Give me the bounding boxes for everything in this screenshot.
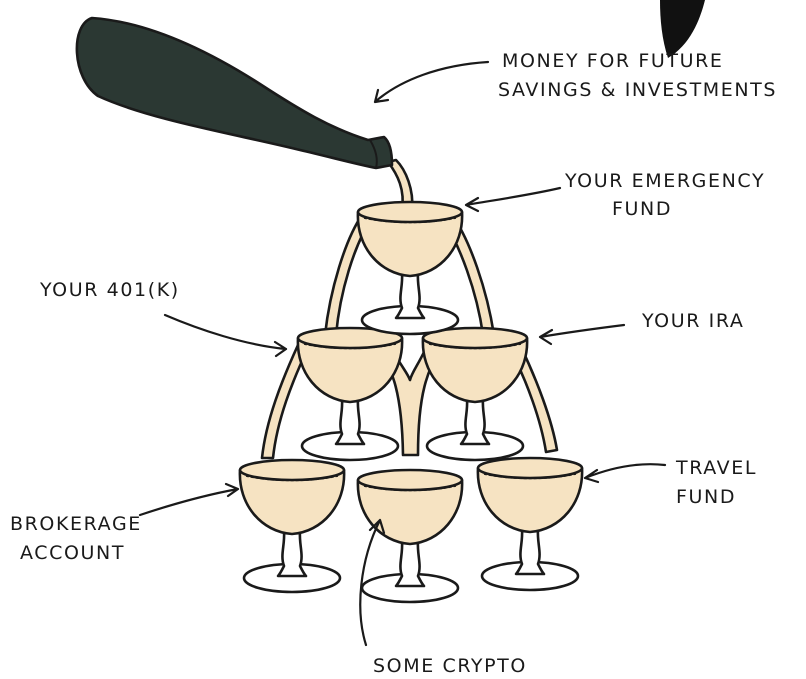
label-emergency-line1: YOUR EMERGENCY (564, 170, 765, 192)
label-brokerage-line1: BROKERAGE (10, 513, 142, 535)
champagne-bottle-icon (77, 18, 392, 168)
label-bottle-line1: MONEY FOR FUTURE (502, 50, 724, 72)
label-crypto: SOME CRYPTO (373, 655, 527, 677)
label-emergency-line2: FUND (612, 198, 672, 220)
glass-emergency-fund (358, 202, 462, 334)
label-401k: YOUR 401(K) (39, 279, 180, 301)
label-travel-line2: FUND (676, 486, 736, 508)
label-bottle-line2: SAVINGS & INVESTMENTS (498, 79, 777, 101)
label-travel-line1: TRAVEL (675, 457, 757, 479)
label-brokerage-line2: ACCOUNT (20, 542, 125, 564)
glass-401k (298, 328, 402, 460)
glass-ira (423, 328, 527, 460)
glass-travel-fund (478, 458, 582, 590)
label-ira: YOUR IRA (641, 310, 745, 332)
glass-brokerage-account (240, 460, 344, 592)
